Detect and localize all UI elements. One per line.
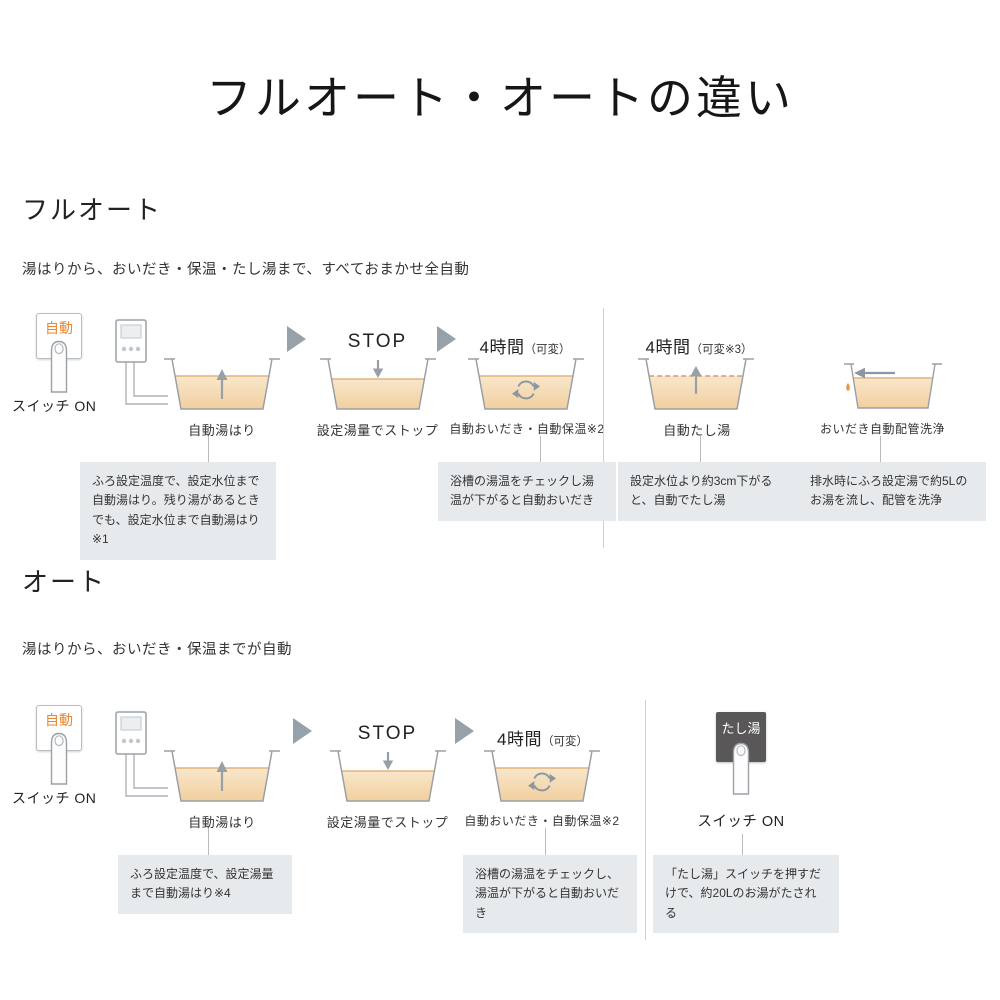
full-auto-step3-label: 自動おいだき・自動保温※2 (449, 422, 605, 436)
section-divider (645, 700, 646, 940)
time-note: （可変） (541, 736, 588, 748)
panel-button (135, 346, 141, 352)
full-auto-keepwarm-title: 4時間（可変） (455, 333, 595, 358)
time-value: 4時間 (479, 338, 525, 357)
full-auto-note-4: 排水時にふろ設定湯で約5Lのお湯を流し、配管を洗浄 (798, 462, 986, 521)
flow-arrow-icon (287, 326, 306, 352)
section-divider (603, 308, 604, 548)
auto-stop-title: STOP (357, 723, 418, 744)
callout-line (742, 834, 743, 855)
bathtub-fill-icon (164, 750, 280, 802)
auto-step1-label: 自動湯はり (188, 815, 256, 830)
full-auto-note-1: ふろ設定温度で、設定水位まで自動湯はり。残り湯があるときでも、設定水位まで自動湯… (80, 462, 276, 560)
time-note: （可変※3） (690, 344, 753, 356)
control-panel-icon (115, 319, 168, 405)
full-auto-note-3: 設定水位より約3cm下がると、自動でたし湯 (618, 462, 804, 521)
auto-switch-button-label: 自動 (45, 320, 73, 336)
tashiyu-caption: スイッチ ON (697, 814, 785, 830)
flow-arrow-icon (437, 326, 456, 352)
auto-subtitle: 湯はりから、おいだき・保温までが自動 (22, 642, 292, 658)
callout-line (700, 436, 701, 462)
full-auto-subtitle: 湯はりから、おいだき・保温・たし湯まで、すべておまかせ全自動 (22, 262, 470, 278)
finger-icon (50, 732, 68, 785)
auto-heading: オート (22, 567, 107, 597)
full-auto-step1-label: 自動湯はり (188, 423, 256, 438)
full-auto-refill-title: 4時間（可変※3） (625, 333, 773, 358)
callout-line (208, 436, 209, 462)
page-title: フルオート・オートの違い (206, 72, 794, 124)
bathtub-stop-icon (320, 358, 436, 410)
flow-arrow-icon (293, 718, 312, 744)
finger-icon (50, 340, 68, 393)
full-auto-step2-label: 設定湯量でストップ (316, 423, 439, 438)
control-panel-icon (115, 711, 168, 797)
water (341, 771, 435, 801)
full-auto-note-2: 浴槽の湯温をチェックし湯温が下がると自動おいだき (438, 462, 616, 521)
auto-keepwarm-title: 4時間（可変） (470, 725, 615, 750)
full-auto-step4-label: 自動たし湯 (663, 423, 731, 438)
auto-switch-caption: スイッチ ON (12, 790, 97, 806)
callout-line (540, 436, 541, 462)
water (853, 378, 933, 408)
finger-shape (50, 340, 68, 393)
auto-note-1: ふろ設定温度で、設定湯量まで自動湯はり※4 (118, 855, 292, 914)
full-auto-step5-label: おいだき自動配管洗浄 (819, 422, 945, 436)
water (495, 768, 589, 801)
water (331, 379, 425, 409)
panel-button (128, 346, 134, 352)
bathtub-stop-icon (330, 750, 446, 802)
full-auto-stop-title: STOP (347, 331, 408, 352)
callout-line (880, 436, 881, 462)
bathtub-reheat-icon (484, 750, 600, 802)
panel-button (121, 346, 127, 352)
bathtub-pipeclean-icon (844, 363, 942, 409)
time-note: （可変） (524, 344, 571, 356)
tashiyu-button-label: たし湯 (721, 721, 761, 736)
water-drop-icon (846, 383, 850, 391)
flow-arrow-icon (455, 718, 474, 744)
callout-line (545, 828, 546, 855)
pipe-line (133, 362, 168, 397)
bathtub-reheat-icon (468, 358, 584, 410)
auto-step3-label: 自動おいだき・自動保温※2 (464, 814, 620, 828)
time-value: 4時間 (497, 730, 542, 749)
full-auto-heading: フルオート (22, 195, 163, 225)
auto-note-2: 浴槽の湯温をチェックし、湯温が下がると自動おいだき (463, 855, 637, 934)
finger-icon (732, 742, 750, 795)
bathtub-refill-icon (638, 358, 754, 410)
auto-step2-label: 設定湯量でストップ (326, 815, 449, 830)
full-auto-switch-caption: スイッチ ON (12, 398, 97, 414)
auto-note-3: 「たし湯」スイッチを押すだけで、約20Lのお湯がたされる (653, 855, 839, 934)
bathtub-fill-icon (164, 358, 280, 410)
callout-line (208, 828, 209, 855)
water (479, 376, 573, 409)
circulate-icon (512, 380, 540, 400)
circulate-icon (528, 772, 556, 792)
fingernail-shape (54, 343, 64, 355)
auto-switch-button-label: 自動 (45, 712, 73, 728)
panel-screen (120, 324, 142, 339)
time-value: 4時間 (645, 338, 691, 357)
pipe-line (125, 362, 168, 405)
